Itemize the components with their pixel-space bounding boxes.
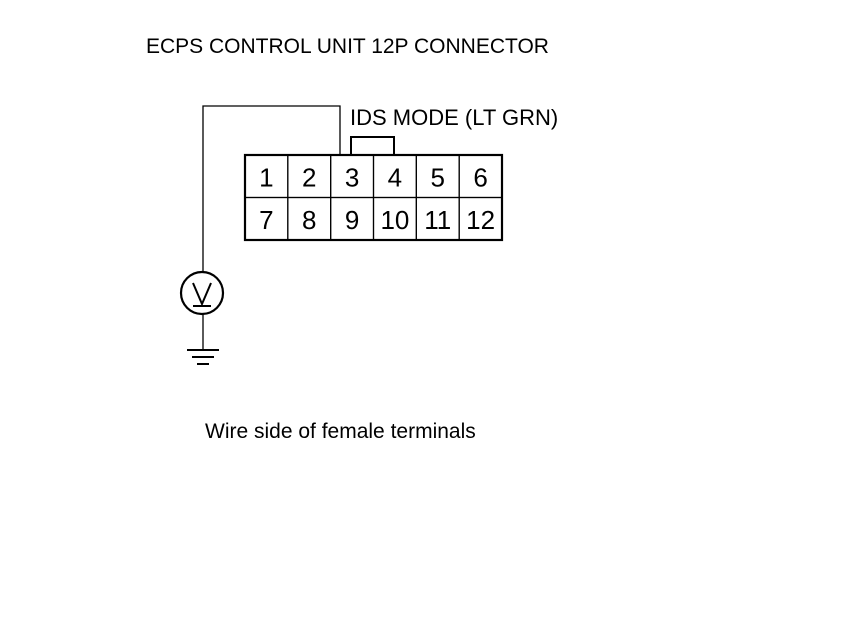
voltmeter-icon	[179, 270, 225, 316]
terminal-number: 7	[259, 205, 273, 235]
terminal-number: 11	[424, 205, 451, 235]
terminal-number: 1	[259, 162, 273, 192]
probe-wire	[202, 105, 341, 272]
terminal-cell	[458, 196, 503, 241]
caption: Wire side of female terminals	[205, 420, 476, 443]
terminal-number: 4	[388, 162, 402, 192]
ground-icon	[187, 349, 219, 365]
terminal-number: 10	[380, 205, 409, 235]
terminal-number: 9	[345, 205, 359, 235]
terminal-number: 6	[473, 162, 487, 192]
connector-lock-tab	[350, 136, 395, 155]
diagram-title: ECPS CONTROL UNIT 12P CONNECTOR	[146, 35, 549, 58]
terminal-number: 2	[302, 162, 316, 192]
wire-label: IDS MODE (LT GRN)	[350, 105, 558, 130]
terminal-number: 12	[466, 205, 495, 235]
terminal-number: 8	[302, 205, 316, 235]
terminal-number: 3	[345, 162, 359, 192]
terminal-number: 5	[431, 162, 445, 192]
